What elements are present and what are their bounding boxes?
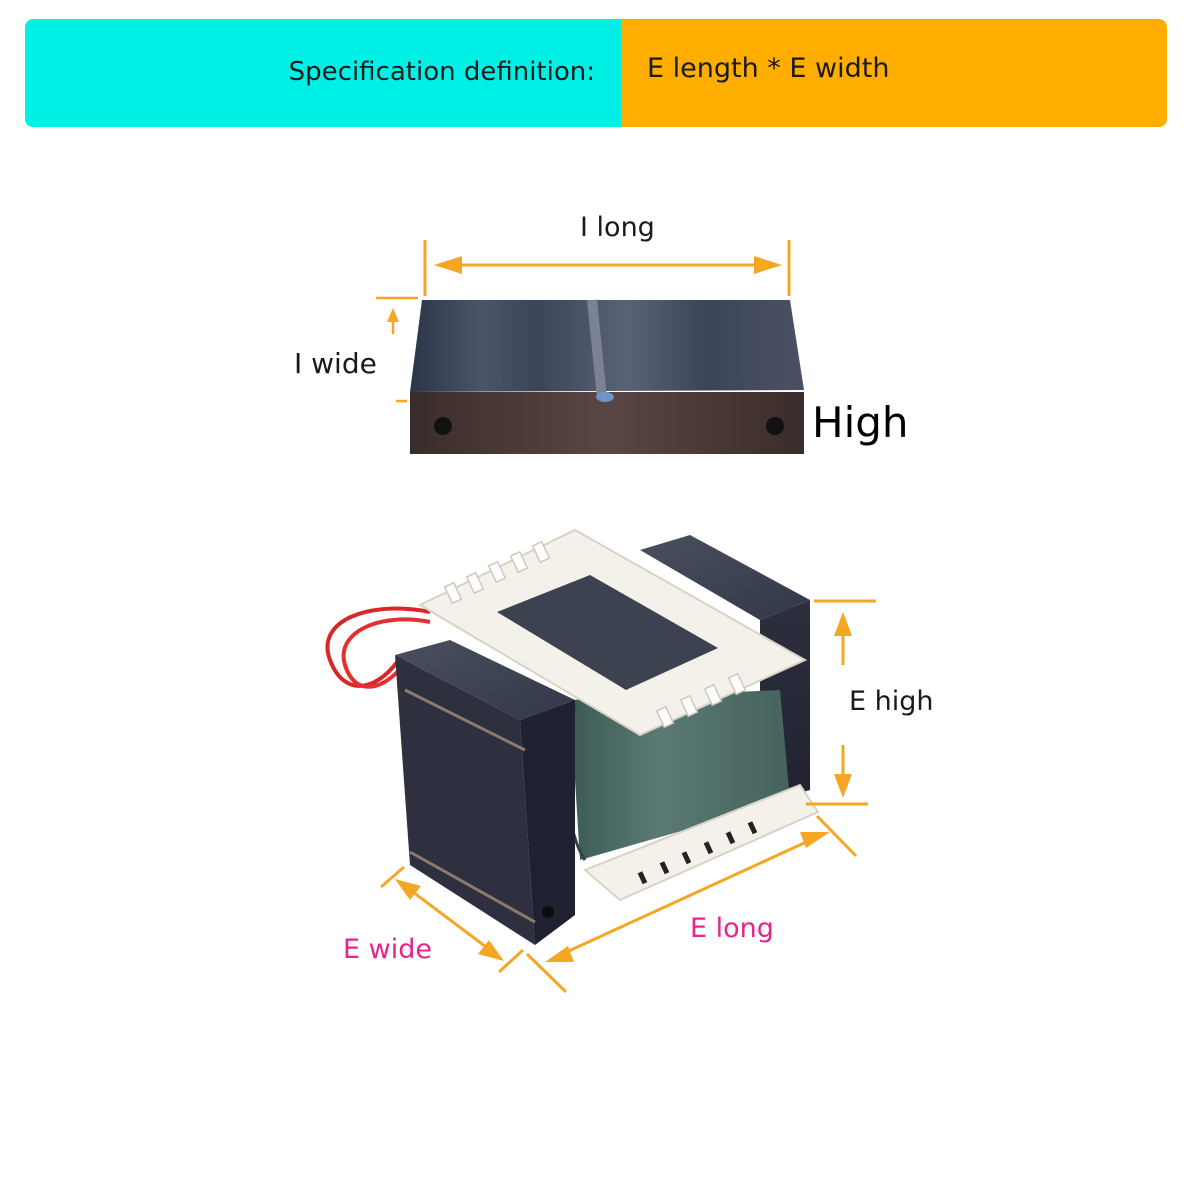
e-long-dimension: [525, 814, 858, 994]
transformer: [325, 528, 820, 945]
banner-value-panel: E length * E width: [621, 19, 1167, 127]
e-high-label: E high: [849, 686, 934, 717]
spec-label: Specification definition:: [288, 57, 595, 87]
e-high-dimension: [806, 599, 876, 806]
i-wide-label: I wide: [294, 347, 377, 380]
banner-label-panel: Specification definition:: [25, 19, 621, 127]
high-label: High: [812, 398, 909, 447]
i-long-dimension: [423, 240, 791, 296]
e-long-label: E long: [690, 913, 774, 944]
spec-value: E length * E width: [647, 53, 890, 84]
e-wide-dimension: [380, 865, 525, 974]
i-long-label: I long: [580, 212, 655, 243]
i-bar: [410, 299, 804, 454]
i-wide-dimension: [376, 296, 418, 403]
e-wide-label: E wide: [343, 934, 432, 965]
spec-banner: Specification definition: E length * E w…: [25, 19, 1167, 127]
